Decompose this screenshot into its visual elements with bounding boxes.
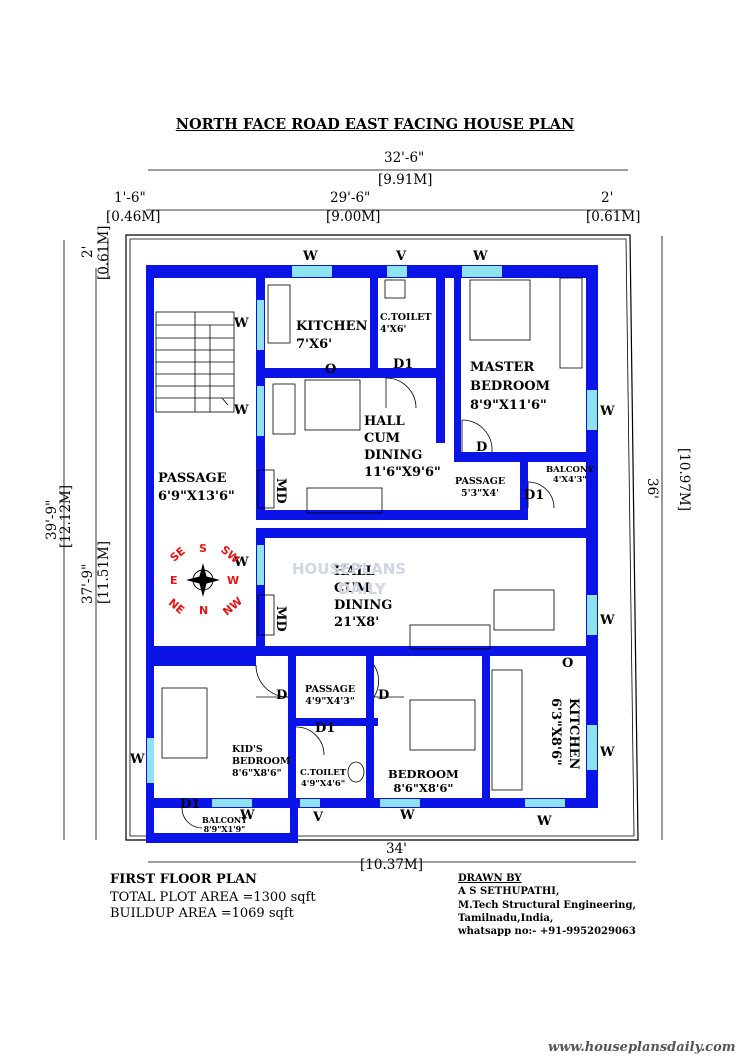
dim-right: 36' [644,478,660,499]
compass-s: S [199,542,207,555]
drawn-by-label: DRAWN BY [458,873,522,884]
dim-right-m: [10.97M] [676,448,692,512]
dim-left-inner-m: [11.51M] [96,540,112,604]
dim-left-outer-m: [12.12M] [58,484,74,548]
dim-bottom-m: [10.37M] [360,857,424,873]
compass-w: W [227,574,240,587]
floor-title: FIRST FLOOR PLAN [110,872,257,887]
dimension-lines [63,169,663,863]
dim-left-inner: 37'-9" [80,563,96,604]
plan-title: NORTH FACE ROAD EAST FACING HOUSE PLAN [175,116,575,133]
marker-door1: D1 [180,797,201,812]
author-name: A S SETHUPATHI, [458,886,560,897]
walls [146,265,598,843]
author-location: Tamilnadu,India, [458,913,554,924]
dim-left-small-m: [0.61M] [96,225,112,280]
marker-window: W [130,752,145,767]
marker-window: W [600,404,615,419]
dim-top-left: 1'-6" [114,190,146,206]
marker-door1: D1 [315,721,336,736]
dim-left-small: 2' [80,245,96,258]
furniture [161,277,583,791]
marker-main-door: MD [273,606,288,632]
dim-top-left-m: [0.46M] [106,209,161,225]
dim-top-mid: 29'-6" [330,190,371,206]
marker-door1: D1 [524,488,545,503]
watermark-line2: DAILY [338,580,386,598]
marker-main-door: MD [273,478,288,504]
marker-ventilator: V [396,249,407,264]
marker-window: W [400,808,415,823]
marker-window: W [234,555,249,570]
author-degree: M.Tech Structural Engineering, [458,900,636,911]
marker-door: D [476,440,488,455]
windows [147,266,597,807]
dim-top-total-m: [9.91M] [378,172,433,188]
marker-window: W [473,249,488,264]
marker-ventilator: V [313,810,324,825]
compass-n: N [199,604,209,617]
marker-door: D [276,688,288,703]
marker-window: W [600,613,615,628]
plot-boundary [125,234,639,841]
buildup-area: BUILDUP AREA =1069 sqft [110,906,294,921]
dim-bottom: 34' [386,841,407,857]
dim-top-right-m: [0.61M] [586,209,641,225]
marker-window: W [303,249,318,264]
staircase [155,311,235,413]
marker-window: W [600,745,615,760]
dim-top-mid-m: [9.00M] [326,209,381,225]
compass-rose [186,563,220,597]
compass-e: E [170,574,178,587]
marker-door1: D1 [393,357,414,372]
marker-window: W [234,403,249,418]
author-whatsapp: whatsapp no:- +91-9952029063 [458,926,636,937]
dim-top-right: 2' [601,190,614,206]
marker-window: W [234,316,249,331]
watermark-line1: HOUSEPLANS [292,560,407,578]
marker-door: D [378,688,390,703]
dim-top-total: 32'-6" [384,150,425,166]
plot-area: TOTAL PLOT AREA =1300 sqft [110,890,316,905]
website-watermark: www.houseplansdaily.com [548,1040,736,1055]
door-swings [181,377,555,829]
marker-window: W [240,808,255,823]
marker-opening: O [562,656,574,671]
marker-window: W [537,814,552,829]
marker-opening: O [325,362,337,377]
